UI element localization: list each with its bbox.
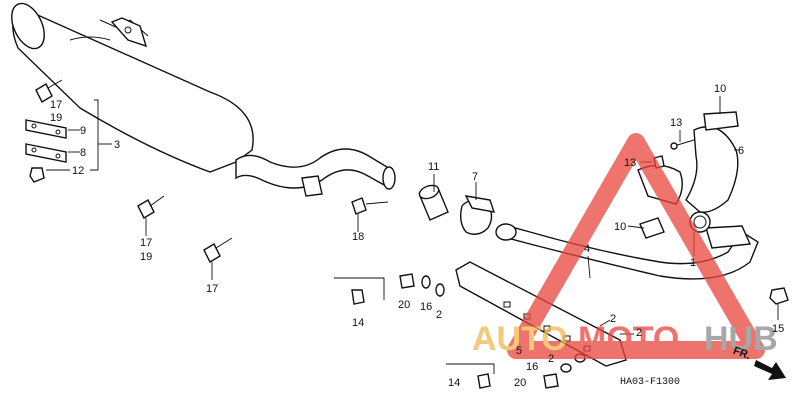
front-direction-marker: FR. <box>731 345 786 380</box>
callout-7: 7 <box>472 171 478 183</box>
washer-16-upper <box>421 275 431 289</box>
muffler <box>11 2 396 197</box>
callout-9: 9 <box>80 125 86 137</box>
bolt-18 <box>351 197 389 215</box>
front-label: FR. <box>731 345 752 362</box>
watermark-logo: AUTO MOTO HUB <box>472 133 778 359</box>
gasket-11 <box>418 184 449 221</box>
callout-11: 11 <box>428 161 439 173</box>
bolt-13-upper <box>670 139 695 150</box>
bolt-17-lower <box>203 237 233 263</box>
callout-2: 2 <box>610 313 616 325</box>
callout-labels: 17 19 9 3 8 12 17 19 17 11 7 18 10 13 6 … <box>50 83 784 389</box>
callout-19: 19 <box>140 251 152 263</box>
band-9 <box>25 119 67 139</box>
watermark-hub: HUB <box>704 320 778 358</box>
callout-20: 20 <box>398 299 410 311</box>
callout-6: 6 <box>738 145 744 157</box>
damper-10-lower <box>639 217 665 239</box>
callout-10: 10 <box>714 83 726 95</box>
bolt-14-lower <box>477 373 491 389</box>
callout-16: 16 <box>420 301 432 313</box>
damper-10-upper <box>703 111 739 131</box>
callout-1: 1 <box>690 257 696 269</box>
bolt-17-upper <box>35 79 63 103</box>
washer-16-lower <box>560 363 572 373</box>
callout-3: 3 <box>114 139 120 151</box>
diagram-code: HA03-F1300 <box>620 377 680 388</box>
callout-13: 13 <box>624 157 636 169</box>
callout-18: 18 <box>352 231 364 243</box>
band-8 <box>25 143 67 163</box>
callout-14: 14 <box>352 317 364 329</box>
callout-10: 10 <box>614 221 626 233</box>
nut-12 <box>29 167 45 183</box>
callout-17: 17 <box>206 283 218 295</box>
callout-2: 2 <box>436 309 442 321</box>
callout-2: 2 <box>636 327 642 339</box>
callout-16: 16 <box>526 361 538 373</box>
nut-15 <box>769 287 789 305</box>
callout-12: 12 <box>72 165 84 177</box>
callout-17: 17 <box>50 99 62 111</box>
front-arrow-icon <box>754 360 786 380</box>
bolt-17-middle <box>137 195 165 219</box>
watermark-auto: AUTO <box>472 320 568 358</box>
callout-8: 8 <box>80 147 86 159</box>
callout-19: 19 <box>50 112 62 124</box>
bolt-20-lower <box>543 373 559 389</box>
callout-4: 4 <box>584 243 590 255</box>
bolt-14-upper <box>351 289 365 305</box>
callout-20: 20 <box>514 377 526 389</box>
callout-5: 5 <box>516 345 522 357</box>
callout-2: 2 <box>548 353 554 365</box>
watermark-moto: MOTO <box>578 320 679 358</box>
bolt-20-upper <box>399 273 415 289</box>
exhaust-pipe-4 <box>495 223 759 280</box>
callout-17: 17 <box>140 237 152 249</box>
callout-14: 14 <box>448 377 460 389</box>
callout-15: 15 <box>772 323 784 335</box>
washer-2-upper <box>435 283 445 297</box>
callout-13: 13 <box>670 117 682 129</box>
clamp-7 <box>459 195 496 235</box>
